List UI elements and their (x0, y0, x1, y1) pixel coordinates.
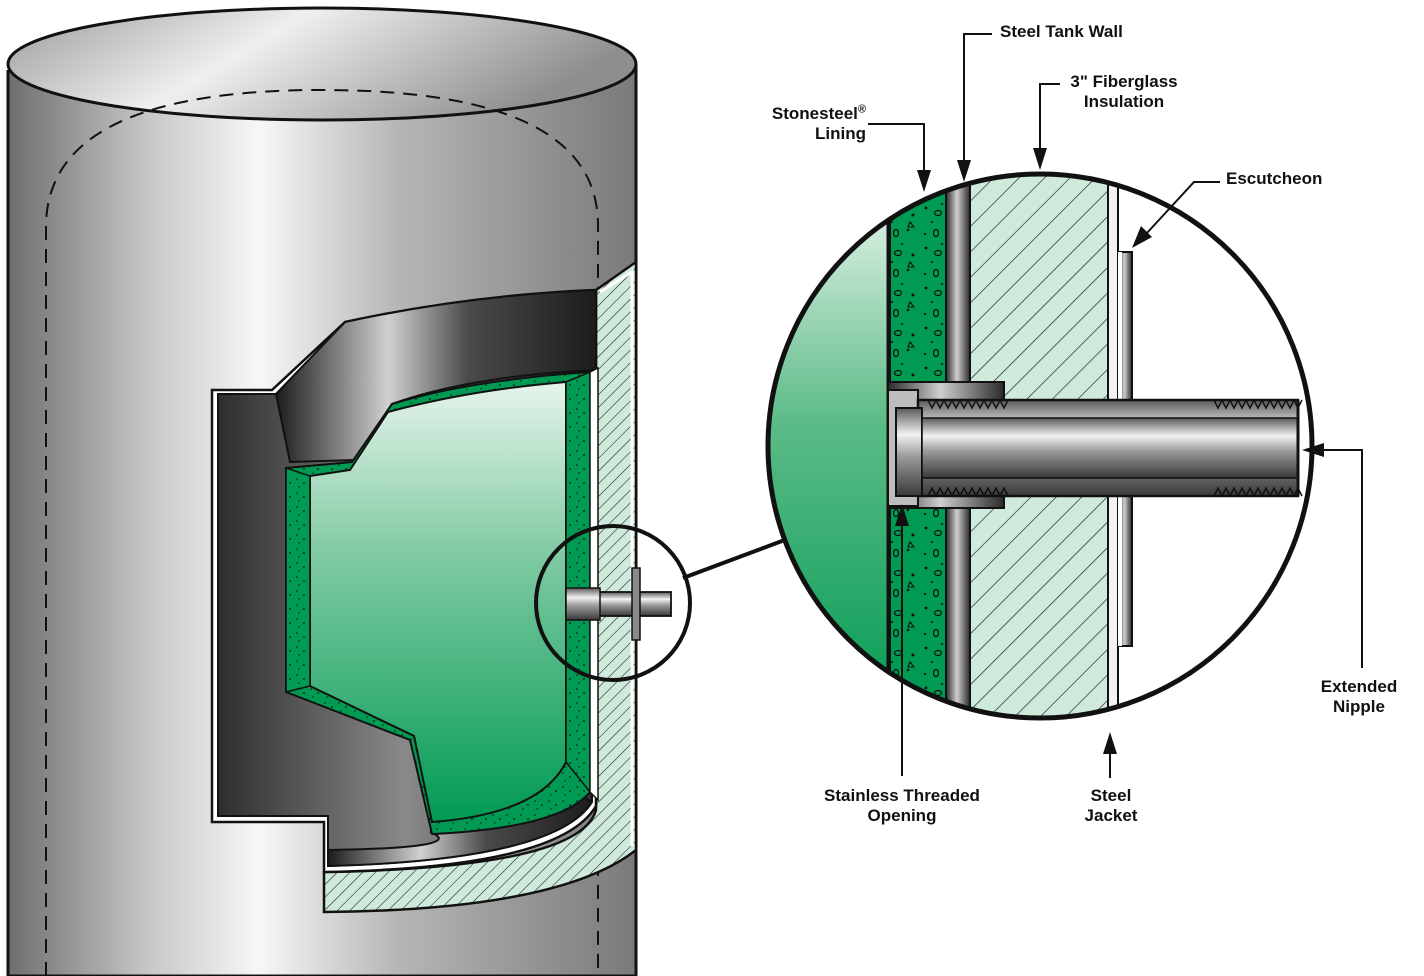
tank-top-ellipse (6, 6, 638, 122)
label-steel-tank-wall-text: Steel Tank Wall (1000, 22, 1123, 41)
label-stainless-line2: Opening (867, 806, 937, 825)
registered-mark: ® (857, 103, 866, 116)
label-jacket-line2: Jacket (1084, 806, 1138, 825)
label-stonesteel-line1: Stonesteel (771, 104, 858, 123)
label-fiberglass-insulation: 3" Fiberglass Insulation (1058, 72, 1190, 112)
label-steel-jacket: Steel Jacket (1066, 786, 1156, 826)
label-stonesteel-line2: Lining (815, 124, 866, 143)
label-escutcheon-text: Escutcheon (1226, 169, 1323, 188)
cutaway-insulation (322, 259, 638, 914)
label-steel-tank-wall: Steel Tank Wall (1000, 22, 1123, 42)
label-extended-line1: Extended (1320, 677, 1398, 696)
label-escutcheon: Escutcheon (1226, 169, 1322, 189)
label-fiberglass-line1: 3" Fiberglass (1070, 72, 1178, 91)
leader-lines (868, 33, 1363, 778)
detail-connector-line (682, 536, 791, 580)
label-stainless-threaded-opening: Stainless Threaded Opening (792, 786, 1012, 826)
inner-tank-dashed-outline (45, 88, 599, 976)
label-stonesteel-lining: Stonesteel® Lining (740, 104, 866, 144)
label-jacket-line1: Steel (1090, 786, 1132, 805)
tank-interior (768, 174, 888, 718)
detail-circle (765, 171, 1315, 721)
label-fiberglass-line2: Insulation (1083, 92, 1165, 111)
small-detail-circle (534, 524, 692, 682)
small-escutcheon (631, 567, 641, 641)
label-extended-line2: Nipple (1333, 697, 1385, 716)
label-extended-nipple: Extended Nipple (1300, 677, 1418, 717)
label-stainless-line1: Stainless Threaded (824, 786, 980, 805)
cutaway-lining (285, 366, 599, 836)
